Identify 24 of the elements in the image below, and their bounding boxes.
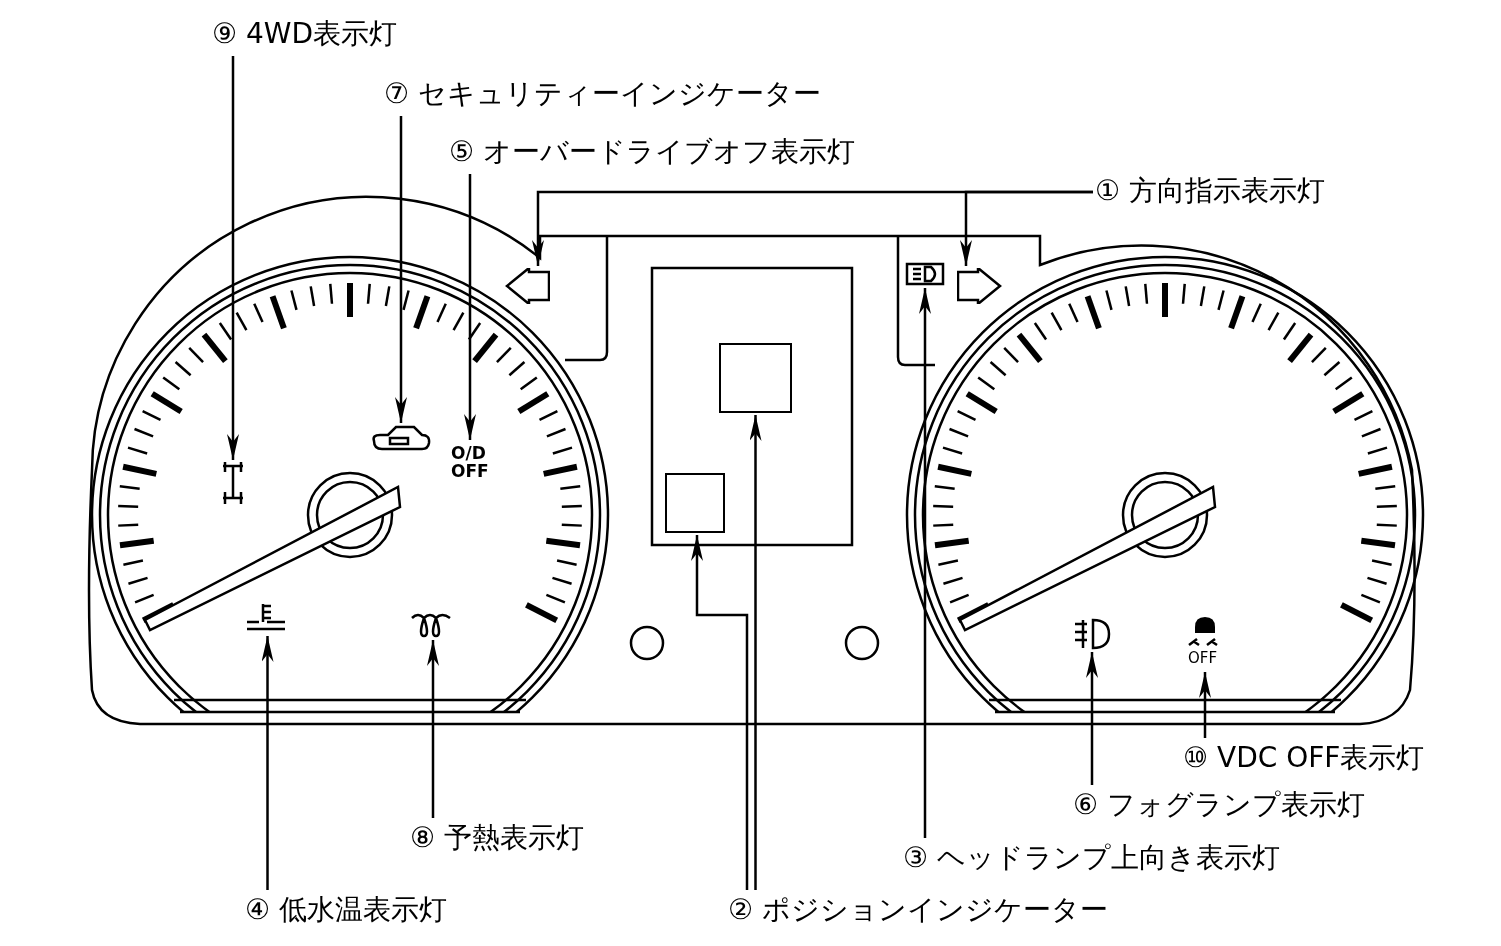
callout-label: ⑦ セキュリティーインジケーター	[384, 76, 821, 114]
leader-line	[749, 415, 762, 890]
callout-label: ⑧ 予熱表示灯	[410, 820, 584, 858]
leader-line	[1086, 652, 1098, 785]
indicator-window	[665, 473, 725, 533]
leader-line	[1199, 672, 1211, 738]
callout-label: ⑥ フォグランプ表示灯	[1073, 787, 1365, 825]
callout-label: ⑩ VDC OFF表示灯	[1183, 740, 1425, 778]
callout-label: ⑤ オーバードライブオフ表示灯	[449, 134, 855, 172]
indicator-text: OFF	[1188, 650, 1218, 666]
callout-label: ③ ヘッドランプ上向き表示灯	[903, 840, 1280, 878]
leader-line	[427, 640, 439, 818]
callout-label: ⑨ 4WD表示灯	[212, 16, 398, 54]
callout-label: ① 方向指示表示灯	[1095, 173, 1325, 211]
callout-label: ④ 低水温表示灯	[245, 892, 447, 930]
leader-line	[464, 174, 476, 440]
leader-line	[395, 116, 407, 423]
leader-line	[227, 56, 239, 460]
callout-label: ② ポジションインジケーター	[728, 892, 1108, 930]
leader-line	[691, 535, 749, 890]
leader-line	[261, 636, 274, 890]
leader-line	[919, 288, 931, 838]
indicator-window	[719, 343, 792, 413]
leader-line	[960, 190, 1093, 266]
